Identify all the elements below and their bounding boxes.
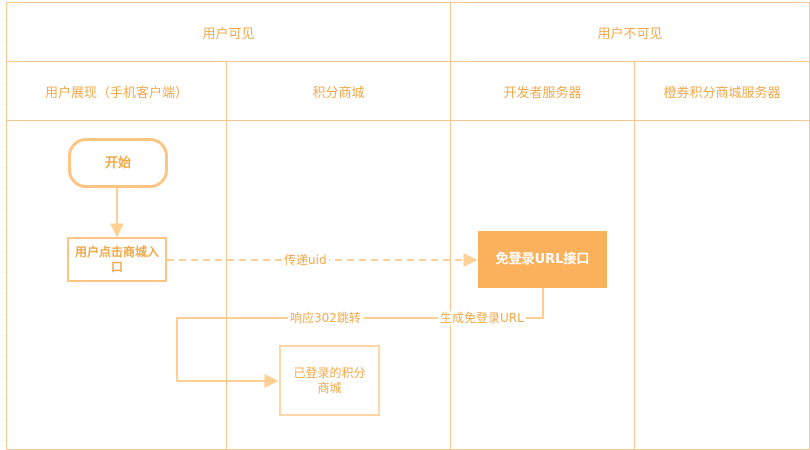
edge-redirect-302 (176, 288, 544, 388)
edge-label-generate-url: 生成免登录URL (438, 311, 526, 325)
lane-header-client: 用户展现（手机客户端） (6, 61, 227, 121)
user-click-entry-node[interactable]: 用户点击商城入口 (67, 237, 167, 282)
header-user-visible: 用户可见 (6, 2, 451, 62)
lane-header-mall-server: 橙券积分商城服务器 (634, 61, 810, 121)
edge-label-redirect-302: 响应302跳转 (288, 311, 363, 325)
free-login-url-node[interactable]: 免登录URL接口 (478, 231, 607, 288)
start-node[interactable]: 开始 (68, 138, 168, 188)
logged-in-mall-node[interactable]: 已登录的积分商城 (279, 345, 380, 416)
lane-body-mall-server (634, 120, 810, 450)
edge-label-pass-uid: 传递uid (282, 253, 329, 267)
